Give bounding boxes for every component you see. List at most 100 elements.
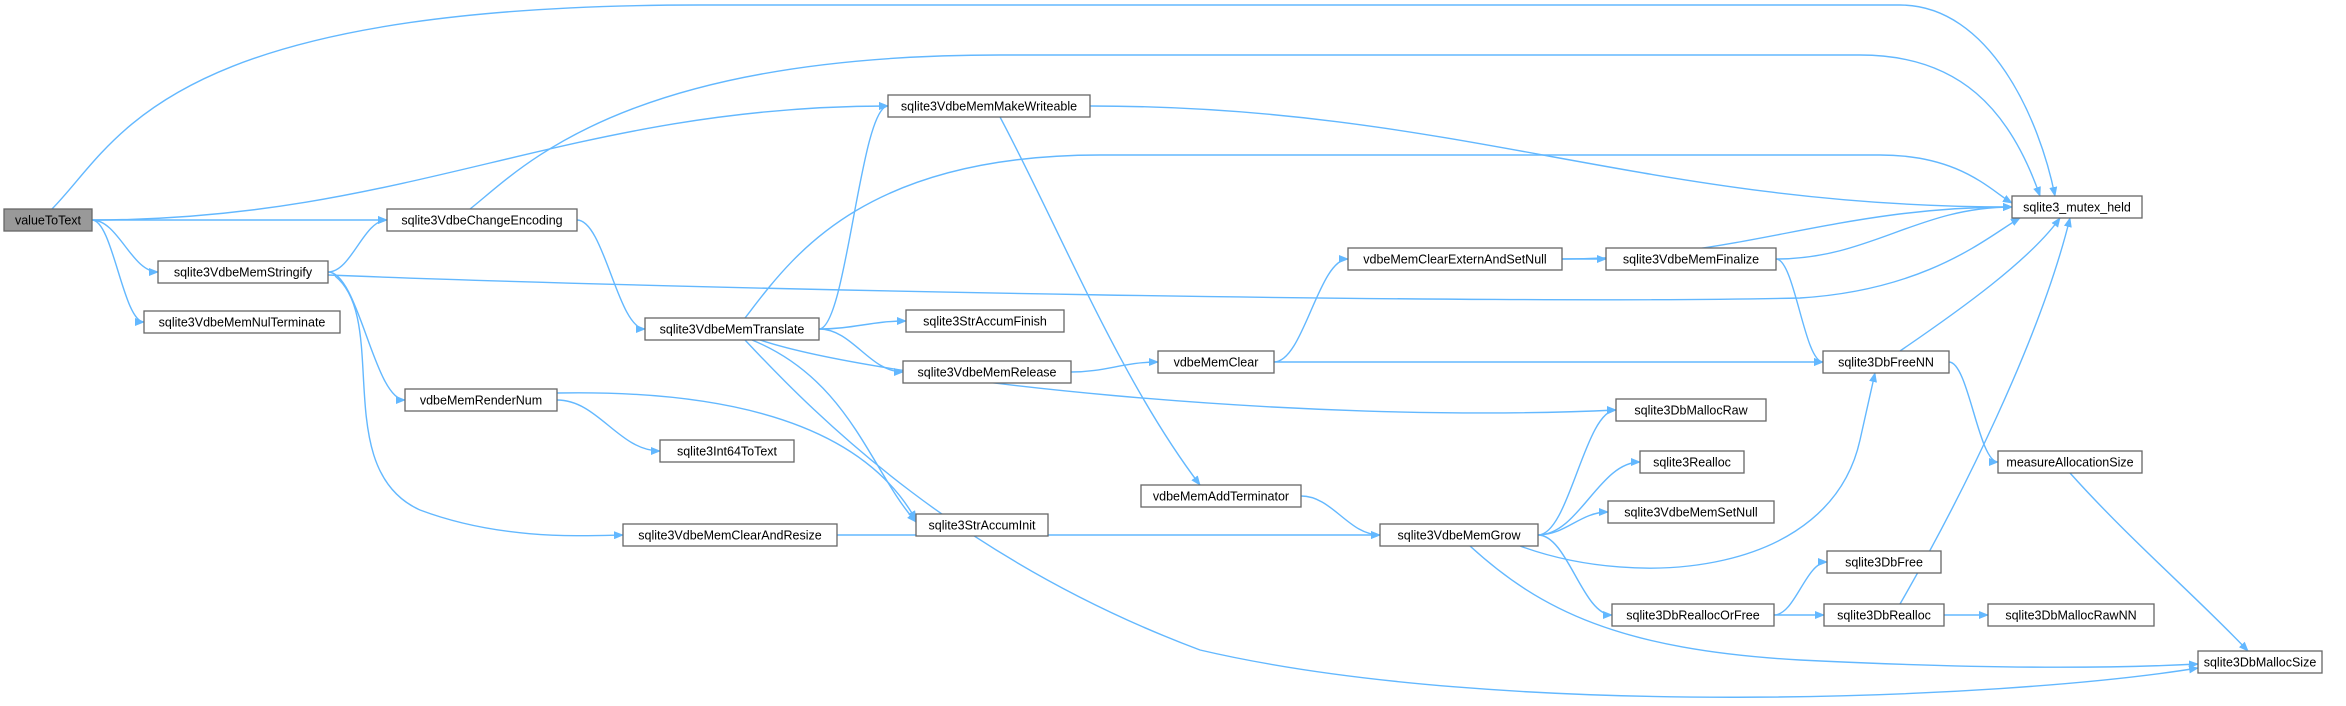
- node-dbMallocSize[interactable]: sqlite3DbMallocSize: [2197, 650, 2323, 674]
- node-box: [1379, 523, 1539, 547]
- edge-measureAllocationSize-to-dbMallocSize: [2069, 472, 2249, 652]
- node-box: [2197, 650, 2323, 674]
- node-box: [902, 360, 1072, 384]
- node-mutexHeld[interactable]: sqlite3_mutex_held: [2011, 195, 2143, 219]
- node-memFinalize[interactable]: sqlite3VdbeMemFinalize: [1605, 247, 1777, 271]
- edge-memTranslate-to-strAccumInit: [751, 339, 917, 523]
- node-dbMallocRawNN[interactable]: sqlite3DbMallocRawNN: [1987, 603, 2155, 627]
- node-box: [644, 317, 820, 341]
- node-dbRealloc[interactable]: sqlite3DbRealloc: [1823, 603, 1945, 627]
- node-label: sqlite3VdbeMemNulTerminate: [159, 316, 326, 330]
- node-box: [915, 513, 1049, 537]
- edge-memGrow-to-realloc: [1537, 458, 1641, 536]
- edge-memTranslate-to-dbMallocRaw: [759, 339, 1617, 415]
- node-label: sqlite3VdbeMemRelease: [918, 366, 1057, 380]
- node-dbFree[interactable]: sqlite3DbFree: [1826, 550, 1942, 574]
- node-box: [1140, 484, 1302, 508]
- node-label: sqlite3VdbeMemMakeWriteable: [901, 100, 1077, 114]
- node-label: sqlite3StrAccumInit: [929, 519, 1037, 533]
- node-label: sqlite3DbMallocRaw: [1634, 404, 1748, 418]
- node-box: [1826, 550, 1942, 574]
- edge-changeEncoding-to-mutexHeld: [469, 54, 2041, 210]
- node-label: vdbeMemClearExternAndSetNull: [1363, 253, 1546, 267]
- node-memClear[interactable]: vdbeMemClear: [1157, 350, 1275, 374]
- edge-memTranslate-to-makeWriteable: [818, 102, 889, 330]
- node-label: sqlite3StrAccumFinish: [923, 315, 1047, 329]
- node-memRelease[interactable]: sqlite3VdbeMemRelease: [902, 360, 1072, 384]
- edge-valueToText-to-makeWriteable: [91, 102, 889, 221]
- node-label: measureAllocationSize: [2006, 456, 2133, 470]
- node-label: sqlite3VdbeMemTranslate: [660, 323, 805, 337]
- node-box: [1607, 500, 1775, 524]
- node-memGrow[interactable]: sqlite3VdbeMemGrow: [1379, 523, 1539, 547]
- node-label: sqlite3DbFreeNN: [1838, 356, 1934, 370]
- edge-dbRealloc-to-mutexHeld: [1899, 217, 2072, 605]
- node-box: [1822, 350, 1950, 374]
- node-label: sqlite3Int64ToText: [677, 445, 778, 459]
- node-label: sqlite3DbMallocSize: [2204, 656, 2317, 670]
- node-label: sqlite3DbRealloc: [1837, 609, 1931, 623]
- node-makeWriteable[interactable]: sqlite3VdbeMemMakeWriteable: [887, 94, 1091, 118]
- node-box: [1639, 450, 1745, 474]
- node-box: [1157, 350, 1275, 374]
- node-box: [157, 260, 329, 284]
- node-strAccumInit[interactable]: sqlite3StrAccumInit: [915, 513, 1049, 537]
- edge-memGrow-to-memSetNull: [1537, 508, 1609, 536]
- node-label: vdbeMemAddTerminator: [1153, 490, 1289, 504]
- edge-makeWriteable-to-mutexHeld: [1089, 105, 2013, 211]
- node-int64ToText[interactable]: sqlite3Int64ToText: [659, 439, 795, 463]
- node-label: valueToText: [15, 214, 82, 228]
- edge-memGrow-to-dbMallocRaw: [1537, 406, 1617, 536]
- nodes-layer: valueToText sqlite3VdbeChangeEncoding sqli…: [3, 94, 2323, 674]
- node-clearAndResize[interactable]: sqlite3VdbeMemClearAndResize: [622, 523, 838, 547]
- node-box: [1823, 603, 1945, 627]
- edge-renderNum-to-int64ToText: [556, 399, 661, 455]
- node-changeEncoding[interactable]: sqlite3VdbeChangeEncoding: [386, 208, 578, 232]
- edge-dbFreeNN-to-measureAllocationSize: [1948, 361, 1999, 466]
- node-box: [1615, 398, 1767, 422]
- node-label: sqlite3VdbeMemFinalize: [1623, 253, 1759, 267]
- node-box: [404, 388, 558, 412]
- edge-memTranslate-to-dbMallocSize: [744, 339, 2199, 698]
- edge-memTranslate-to-memRelease: [818, 328, 904, 376]
- node-box: [1347, 247, 1563, 271]
- node-box: [2011, 195, 2143, 219]
- node-dbReallocOrFree[interactable]: sqlite3DbReallocOrFree: [1611, 603, 1775, 627]
- node-renderNum[interactable]: vdbeMemRenderNum: [404, 388, 558, 412]
- edge-memStringify-to-mutexHeld: [327, 217, 2021, 301]
- node-valueToText[interactable]: valueToText: [3, 208, 93, 232]
- node-box: [622, 523, 838, 547]
- node-memStringify[interactable]: sqlite3VdbeMemStringify: [157, 260, 329, 284]
- edge-addTerminator-to-memGrow: [1300, 495, 1381, 539]
- node-label: sqlite3VdbeMemGrow: [1398, 529, 1522, 543]
- node-memTranslate[interactable]: sqlite3VdbeMemTranslate: [644, 317, 820, 341]
- node-realloc[interactable]: sqlite3Realloc: [1639, 450, 1745, 474]
- node-label: sqlite3VdbeMemStringify: [174, 266, 313, 280]
- edge-memStringify-to-changeEncoding: [327, 216, 388, 273]
- node-clearExternAndSetNull[interactable]: vdbeMemClearExternAndSetNull: [1347, 247, 1563, 271]
- node-box: [1611, 603, 1775, 627]
- edge-memFinalize-to-mutexHeld: [1775, 203, 2013, 260]
- node-dbFreeNN[interactable]: sqlite3DbFreeNN: [1822, 350, 1950, 374]
- edge-memTranslate-to-mutexHeld: [744, 154, 2013, 319]
- node-measureAllocationSize[interactable]: measureAllocationSize: [1997, 450, 2143, 474]
- edge-dbFreeNN-to-mutexHeld: [1899, 217, 2061, 352]
- edge-renderNum-to-strAccumInit: [556, 392, 917, 521]
- node-dbMallocRaw[interactable]: sqlite3DbMallocRaw: [1615, 398, 1767, 422]
- edge-memFinalize-to-dbFreeNN: [1775, 258, 1824, 366]
- node-label: sqlite3VdbeChangeEncoding: [401, 214, 562, 228]
- node-box: [887, 94, 1091, 118]
- node-strAccumFinish[interactable]: sqlite3StrAccumFinish: [905, 309, 1065, 333]
- edge-valueToText-to-memNulTerminate: [91, 219, 145, 326]
- node-box: [3, 208, 93, 232]
- node-addTerminator[interactable]: vdbeMemAddTerminator: [1140, 484, 1302, 508]
- node-memSetNull[interactable]: sqlite3VdbeMemSetNull: [1607, 500, 1775, 524]
- edge-dbReallocOrFree-to-dbFree: [1773, 558, 1828, 616]
- node-memNulTerminate[interactable]: sqlite3VdbeMemNulTerminate: [143, 310, 341, 334]
- node-label: sqlite3DbMallocRawNN: [2005, 609, 2136, 623]
- node-box: [1997, 450, 2143, 474]
- node-label: vdbeMemClear: [1174, 356, 1259, 370]
- node-label: sqlite3VdbeMemClearAndResize: [638, 529, 821, 543]
- node-label: sqlite3DbFree: [1845, 556, 1923, 570]
